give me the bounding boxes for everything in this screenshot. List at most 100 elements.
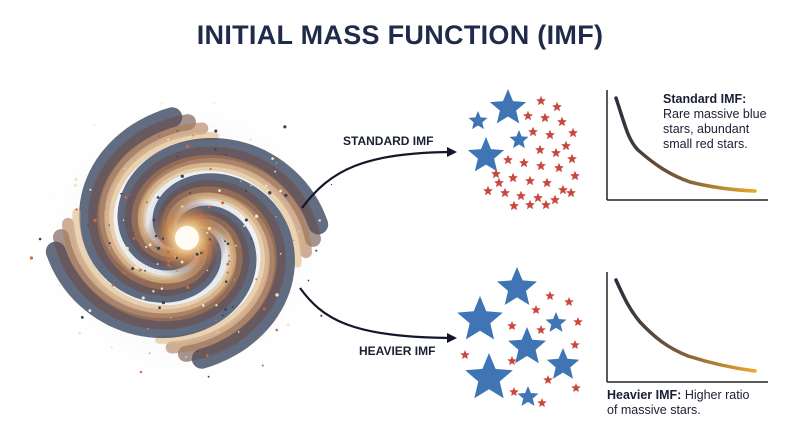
galaxy-speck bbox=[111, 283, 115, 287]
galaxy-speck bbox=[48, 193, 50, 195]
galaxy-speck bbox=[217, 244, 219, 246]
galaxy-speck bbox=[201, 250, 205, 254]
galaxy-speck bbox=[271, 157, 274, 160]
galaxy-speck bbox=[120, 192, 123, 195]
galaxy-speck bbox=[279, 189, 283, 193]
red-star bbox=[567, 153, 577, 164]
galaxy-speck bbox=[224, 240, 226, 243]
galaxy-speck bbox=[206, 231, 209, 234]
blue-star bbox=[489, 89, 527, 124]
red-star bbox=[535, 144, 545, 155]
galaxy-speck bbox=[93, 124, 96, 127]
galaxy-speck bbox=[133, 231, 135, 233]
galaxy-speck bbox=[101, 266, 103, 268]
galaxy-speck bbox=[275, 216, 277, 218]
galaxy-speck bbox=[226, 242, 230, 246]
blue-star bbox=[509, 130, 529, 149]
galaxy-speck bbox=[75, 208, 78, 211]
heavier-imf-note: Heavier IMF: Higher ratio of massive sta… bbox=[607, 388, 749, 418]
galaxy-speck bbox=[283, 125, 287, 129]
spiral-galaxy-image bbox=[29, 85, 340, 395]
red-star bbox=[525, 199, 535, 210]
red-star bbox=[568, 127, 578, 138]
arrow-standard-imf bbox=[301, 147, 457, 209]
galaxy-speck bbox=[148, 243, 152, 247]
galaxy-speck bbox=[154, 234, 158, 238]
galaxy-speck bbox=[218, 189, 221, 192]
galaxy-speck bbox=[237, 331, 240, 333]
galaxy-speck bbox=[284, 193, 288, 198]
galaxy-speck bbox=[261, 364, 264, 367]
red-star bbox=[536, 160, 546, 171]
galaxy-speck bbox=[169, 266, 171, 268]
galaxy-speck bbox=[180, 260, 184, 264]
galaxy-speck bbox=[249, 138, 252, 141]
galaxy-speck bbox=[243, 225, 246, 228]
galaxy-speck bbox=[74, 213, 76, 216]
galaxy-speck bbox=[29, 256, 33, 260]
galaxy-speck bbox=[215, 319, 217, 322]
galaxy-speck bbox=[221, 204, 224, 206]
galaxy-speck bbox=[124, 196, 128, 199]
galaxy-speck bbox=[275, 162, 278, 164]
galaxy-speck bbox=[108, 241, 111, 245]
red-star bbox=[509, 387, 519, 396]
galaxy-speck bbox=[235, 244, 237, 247]
red-star bbox=[507, 321, 517, 330]
standard-imf-note: Standard IMF: Rare massive blue stars, a… bbox=[663, 92, 767, 152]
galaxy-speck bbox=[80, 316, 84, 319]
galaxy-speck bbox=[136, 137, 138, 140]
galaxy-speck bbox=[155, 246, 157, 248]
red-star bbox=[542, 177, 552, 188]
galaxy-speck bbox=[187, 303, 190, 306]
galaxy-speck bbox=[209, 167, 212, 171]
galaxy-speck bbox=[74, 177, 78, 182]
galaxy-speck bbox=[144, 269, 146, 272]
galaxy-speck bbox=[293, 239, 295, 241]
blue-star bbox=[467, 137, 505, 172]
galaxy-speck bbox=[104, 207, 106, 209]
red-star bbox=[523, 110, 533, 121]
galaxy-speck bbox=[236, 343, 238, 345]
galaxy-speck bbox=[228, 254, 230, 257]
galaxy-speck bbox=[145, 245, 148, 248]
galaxy-speck bbox=[268, 191, 272, 195]
red-star bbox=[460, 350, 470, 359]
galaxy-speck bbox=[89, 188, 92, 191]
galaxy-speck bbox=[160, 287, 164, 290]
galaxy-speck bbox=[156, 196, 160, 199]
blue-star bbox=[508, 327, 546, 364]
red-star bbox=[540, 112, 550, 123]
blue-star bbox=[546, 348, 580, 379]
galaxy-speck bbox=[88, 242, 90, 245]
red-star bbox=[558, 184, 568, 195]
galaxy-speck bbox=[226, 262, 230, 266]
galaxy-speck bbox=[244, 218, 248, 222]
galaxy-speck bbox=[158, 135, 160, 137]
diagram-title: INITIAL MASS FUNCTION (IMF) bbox=[196, 20, 604, 50]
galaxy-speck bbox=[208, 205, 211, 209]
heavier-note-bold: Heavier IMF: bbox=[607, 388, 682, 402]
red-star bbox=[531, 305, 541, 314]
standard-star-cluster bbox=[467, 89, 580, 211]
galaxy-speck bbox=[265, 184, 268, 187]
galaxy-speck bbox=[213, 101, 216, 104]
galaxy-speck bbox=[132, 237, 136, 240]
red-star bbox=[566, 187, 576, 198]
standard-note-line-3: small red stars. bbox=[663, 137, 748, 151]
galaxy-speck bbox=[176, 130, 178, 132]
galaxy-speck bbox=[145, 201, 149, 204]
galaxy-speck bbox=[244, 189, 248, 192]
galaxy-speck bbox=[214, 148, 217, 151]
standard-imf-curve bbox=[614, 96, 757, 193]
galaxy-speck bbox=[152, 290, 155, 293]
galaxy-speck bbox=[93, 218, 97, 223]
galaxy-speck bbox=[240, 180, 242, 182]
red-star bbox=[557, 116, 567, 127]
galaxy-speck bbox=[254, 214, 259, 218]
blue-star bbox=[457, 296, 503, 340]
red-star bbox=[528, 126, 538, 137]
red-star bbox=[550, 194, 560, 205]
heavier-imf-graph bbox=[606, 272, 768, 383]
galaxy-speck bbox=[206, 269, 209, 272]
